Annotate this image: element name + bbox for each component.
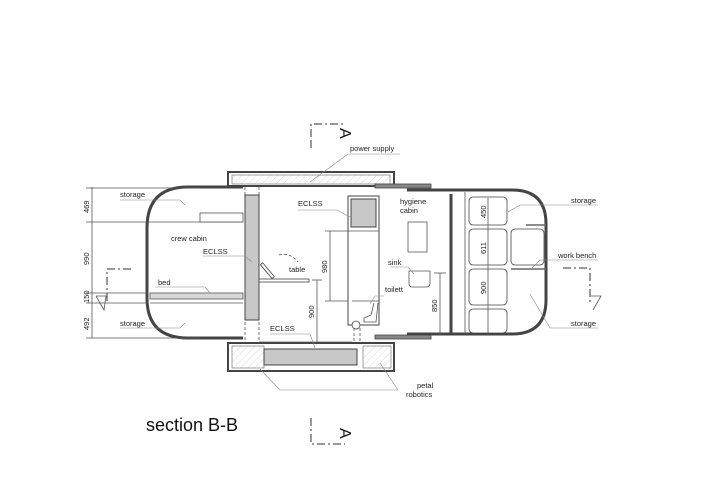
table: [258, 278, 310, 283]
label-storage-bottom-right: storage: [571, 319, 596, 328]
dim-492: 492: [82, 317, 91, 330]
sink: [408, 270, 431, 288]
label-work-bench: work bench: [557, 251, 596, 260]
dim-980: 980: [320, 260, 329, 273]
label-crew-cabin: crew cabin: [171, 234, 207, 243]
label-eclss-bottom: ECLSS: [270, 324, 295, 333]
label-toilett: toilett: [385, 285, 404, 294]
dim-900: 900: [307, 305, 316, 318]
dim-900-right: 900: [479, 281, 488, 294]
mirror: [407, 221, 428, 253]
dim-990: 990: [82, 252, 91, 265]
dimensions-left: 469 990 150 492: [82, 187, 200, 339]
label-hygiene-cabin-2: cabin: [400, 206, 418, 215]
label-storage-top-right: storage: [571, 196, 596, 205]
label-table: table: [289, 265, 305, 274]
dimensions-center: 980 900 850 450 611 900: [307, 205, 488, 343]
leader-lines: [120, 153, 598, 391]
section-marker-bottom-label: A: [336, 428, 353, 439]
storage-box: [510, 228, 545, 266]
section-marker-bottom: A: [310, 418, 353, 445]
storage-shelf: [199, 212, 244, 223]
center-module: [227, 171, 395, 372]
label-power-supply: power supply: [350, 144, 394, 153]
section-marker-top: A: [310, 123, 353, 148]
right-module: [374, 183, 548, 340]
label-storage-top-left: storage: [120, 190, 145, 199]
label-bed: bed: [158, 278, 171, 287]
toilet: [363, 302, 379, 323]
bed: [149, 292, 244, 300]
dim-150: 150: [82, 290, 91, 303]
label-petal: petal: [417, 381, 434, 390]
label-sink: sink: [388, 258, 402, 267]
label-eclss-left: ECLSS: [203, 247, 228, 256]
label-eclss-top: ECLSS: [298, 199, 323, 208]
dim-611: 611: [479, 242, 488, 254]
label-storage-bottom-left: storage: [120, 319, 145, 328]
eclss-bottom-unit: [263, 348, 358, 366]
section-marker-right: [563, 267, 602, 311]
section-title: section B-B: [146, 415, 238, 435]
eclss-top-unit: [350, 198, 377, 228]
label-hygiene-cabin: hygiene: [400, 197, 426, 206]
label-robotics: robotics: [406, 390, 433, 399]
section-marker-left: [95, 268, 131, 312]
left-module-crew-cabin: [145, 185, 244, 340]
section-marker-top-label: A: [336, 128, 353, 139]
dim-469: 469: [82, 200, 91, 213]
eclss-wall-unit: [244, 194, 260, 321]
dim-450: 450: [479, 205, 488, 218]
dim-850: 850: [430, 299, 439, 312]
